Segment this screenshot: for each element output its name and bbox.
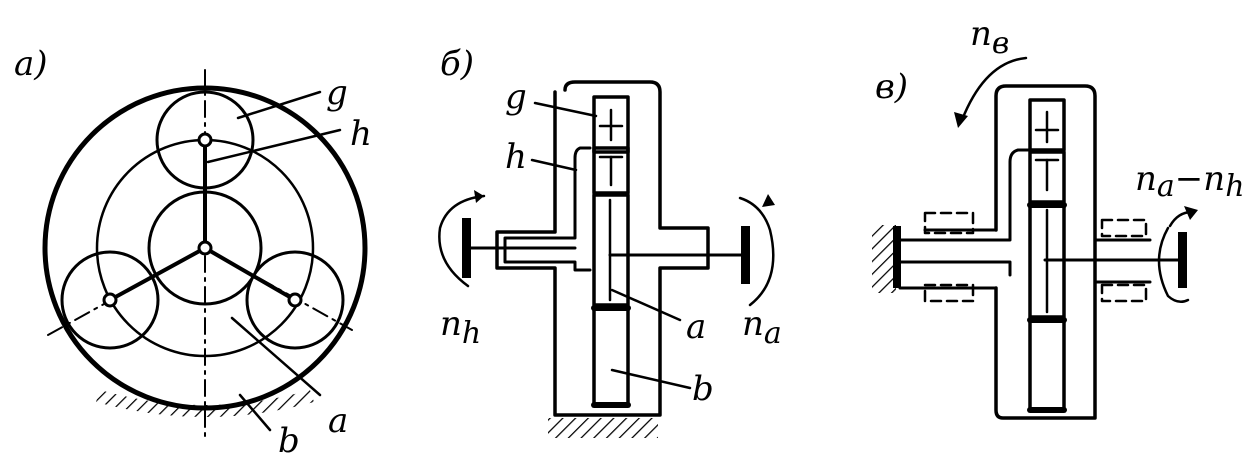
label-b-g: g	[505, 77, 527, 117]
wall-hatch-c	[872, 225, 896, 293]
bearing-left-bottom	[923, 283, 975, 303]
bearing-right-top	[1100, 218, 1148, 238]
ground-hatch-a	[96, 390, 314, 417]
panel-a: а) g h a b	[14, 44, 372, 458]
housing-stub-c	[1093, 238, 1152, 284]
planet-upper	[592, 95, 630, 154]
carrier-c	[898, 148, 1032, 277]
leader-h	[206, 128, 342, 164]
planet-lower	[592, 146, 630, 195]
rotation-arrow-b	[960, 56, 1028, 122]
planet-gear-right	[245, 250, 345, 350]
carrier-arm-right	[203, 246, 297, 302]
bearing-right-bottom	[1100, 283, 1148, 303]
bearing-left-top	[923, 211, 975, 235]
ring-segment-c	[1028, 318, 1066, 412]
carrier-flange	[462, 218, 471, 278]
panel-a-title: а)	[14, 44, 48, 84]
panel-c-title: в)	[875, 67, 908, 107]
pivot-top	[197, 132, 213, 148]
panel-b: б)	[438, 44, 782, 438]
rotation-arrowhead-h	[474, 190, 484, 203]
ring-housing-c	[994, 84, 1097, 420]
panel-c: в)	[872, 14, 1245, 420]
planet-upper-c	[1028, 98, 1066, 152]
center-pivot	[197, 240, 213, 256]
label-n-h: nh	[440, 304, 481, 351]
label-b-h: h	[505, 137, 527, 177]
housing-shaft-c	[898, 228, 998, 290]
leader-b	[238, 393, 272, 432]
rotation-arrowhead-a	[762, 194, 775, 207]
planet-gear-left	[60, 250, 160, 350]
label-b-a: a	[686, 307, 706, 347]
label-b: b	[278, 421, 300, 458]
leader-b-h	[530, 158, 578, 172]
label-n-b: nв	[970, 14, 1009, 61]
leader-a	[230, 316, 322, 397]
pivot-right	[287, 292, 303, 308]
ring-housing-b	[495, 80, 710, 417]
carrier-arm-left	[108, 246, 207, 302]
label-n-a: na	[742, 304, 782, 351]
rotation-arrowhead-b	[954, 112, 968, 128]
pivot-left	[102, 292, 118, 308]
rotation-arrow-out-tail	[1168, 210, 1194, 228]
ring-segment-b	[592, 306, 630, 407]
label-a: a	[328, 401, 348, 441]
leader-g	[236, 90, 322, 120]
ground-hatch-b	[548, 418, 658, 438]
label-h: h	[350, 114, 372, 154]
rotation-arrow-h	[438, 194, 486, 288]
leader-b-b	[610, 368, 692, 390]
leader-b-a	[610, 288, 682, 322]
rotation-arrow-out	[1157, 226, 1190, 304]
label-b-b: b	[692, 369, 714, 409]
wall-flange-c	[893, 226, 901, 288]
sun-flange	[741, 226, 750, 284]
ring-gear-b	[42, 85, 368, 411]
label-n-out: na−nh	[1135, 159, 1245, 204]
label-g: g	[326, 73, 348, 113]
sun-flange-c	[1178, 232, 1187, 288]
rotation-arrow-a	[738, 196, 775, 307]
carrier-h	[503, 146, 592, 272]
leader-b-g	[533, 101, 598, 118]
panel-b-title: б)	[440, 44, 474, 84]
